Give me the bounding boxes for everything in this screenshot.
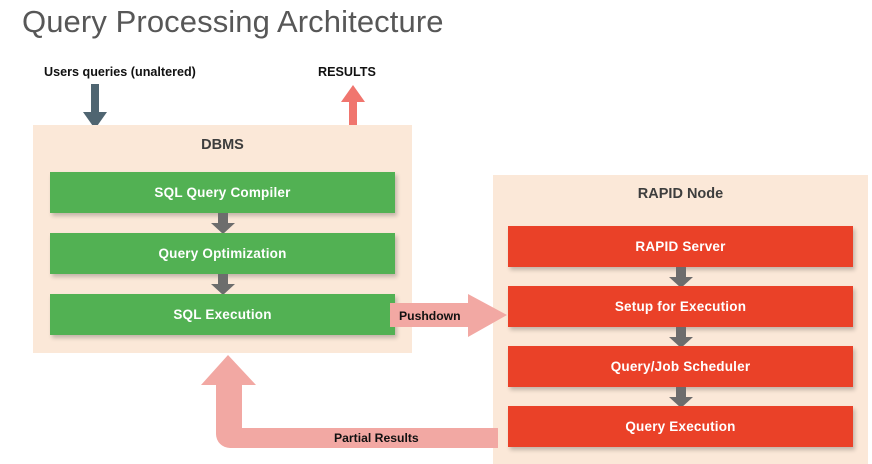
arrow-right-icon xyxy=(390,294,508,338)
process-box-setup-for-execution[interactable]: Setup for Execution xyxy=(508,286,853,327)
process-box-query-optimization[interactable]: Query Optimization xyxy=(50,233,395,274)
dbms-panel-title: DBMS xyxy=(201,137,244,153)
output-flow-label: RESULTS xyxy=(318,65,376,79)
arrow-down-connector-icon xyxy=(668,387,694,409)
process-box-sql-execution[interactable]: SQL Execution xyxy=(50,294,395,335)
process-box-label: Setup for Execution xyxy=(614,299,747,314)
arrow-down-icon xyxy=(82,84,108,130)
dbms-panel: DBMS SQL Query Compiler Query Optimizati… xyxy=(33,125,412,353)
arrow-down-connector-icon xyxy=(210,213,236,235)
arrow-down-connector-icon xyxy=(668,327,694,349)
partial-results-flow-label: Partial Results xyxy=(334,431,419,445)
rapid-panel: RAPID Node RAPID Server Setup for Execut… xyxy=(493,175,868,464)
process-box-rapid-server[interactable]: RAPID Server xyxy=(508,226,853,267)
process-box-label: SQL Query Compiler xyxy=(154,185,291,200)
process-box-label: RAPID Server xyxy=(635,239,726,254)
input-flow-label: Users queries (unaltered) xyxy=(44,65,196,79)
arrow-down-connector-icon xyxy=(668,267,694,289)
rapid-panel-title: RAPID Node xyxy=(637,186,724,202)
arrow-up-icon xyxy=(340,84,366,130)
process-box-label: Query Execution xyxy=(625,419,736,434)
process-box-label: SQL Execution xyxy=(173,307,272,322)
process-box-query-job-scheduler[interactable]: Query/Job Scheduler xyxy=(508,346,853,387)
process-box-query-execution[interactable]: Query Execution xyxy=(508,406,853,447)
pushdown-flow-label: Pushdown xyxy=(399,309,461,323)
process-box-label: Query Optimization xyxy=(158,246,287,261)
elbow-arrow-up-left-icon xyxy=(198,352,498,452)
page-title: Query Processing Architecture xyxy=(22,4,444,39)
process-box-sql-query-compiler[interactable]: SQL Query Compiler xyxy=(50,172,395,213)
arrow-down-connector-icon xyxy=(210,274,236,296)
process-box-label: Query/Job Scheduler xyxy=(610,359,751,374)
